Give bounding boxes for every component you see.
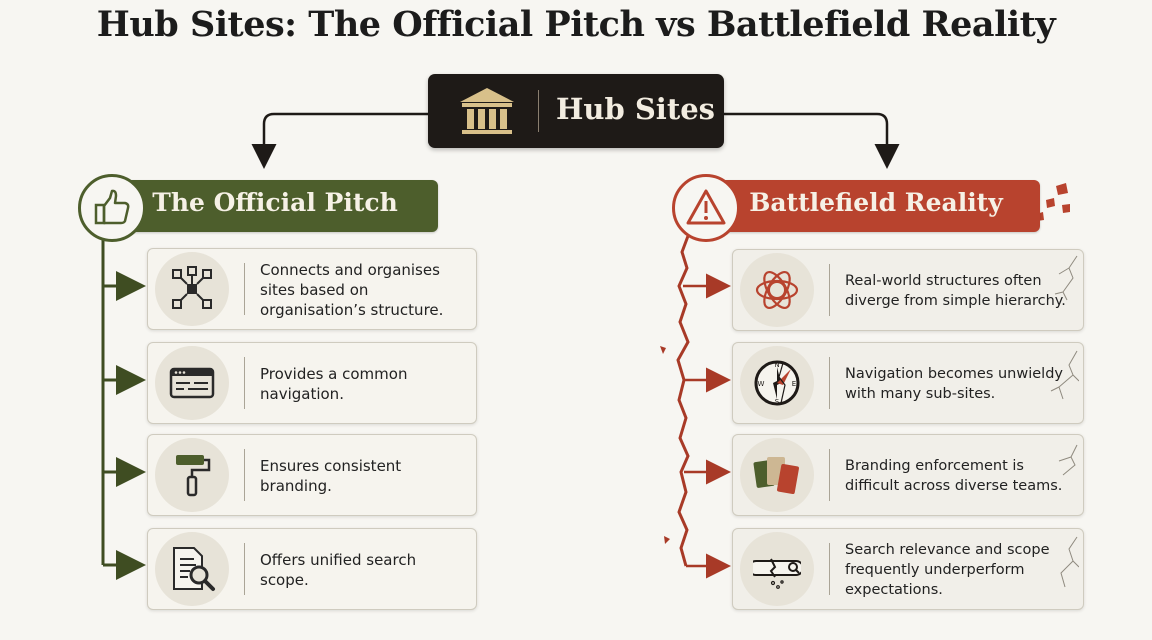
compass-e: E — [792, 380, 796, 388]
hub-label: Hub Sites — [556, 92, 715, 126]
tangled-knot-icon — [755, 271, 799, 309]
debris-chip — [1056, 183, 1068, 195]
reality-badge — [672, 174, 740, 242]
color-swatches-icon — [753, 457, 799, 495]
pitch-card: Ensures consistent branding. — [147, 434, 477, 516]
pitch-card: Connects and organises sites based on or… — [147, 248, 477, 330]
crack-decoration — [1050, 350, 1079, 400]
card-text: Ensures consistent branding. — [260, 457, 402, 495]
pitch-card: Offers unified search scope. — [147, 528, 477, 610]
pitch-header: The Official Pitch — [112, 180, 438, 232]
reality-heading: Battlefield Reality — [749, 188, 1003, 217]
compass-s: S — [775, 398, 780, 406]
crack-decoration — [1054, 255, 1078, 301]
card-text: Search relevance and scope frequently un… — [845, 542, 1050, 598]
reality-card: Branding enforcement is difficult across… — [732, 434, 1084, 516]
broken-compass-icon: N E S W — [754, 360, 800, 406]
pitch-badge — [78, 174, 146, 242]
document-search-icon — [173, 547, 215, 591]
compass-n: N — [774, 361, 779, 369]
debris-chip — [660, 346, 666, 354]
reality-header: Battlefield Reality — [712, 180, 1040, 232]
card-text: Navigation becomes unwieldy with many su… — [845, 366, 1063, 402]
page-title: Hub Sites: The Official Pitch vs Battlef… — [96, 4, 1056, 45]
broken-search-bar-icon — [753, 558, 801, 589]
hub-to-reality-connector — [724, 112, 900, 169]
card-text: Connects and organises sites based on or… — [260, 261, 444, 319]
hub-to-pitch-connector — [251, 112, 428, 169]
reality-card: Search relevance and scope frequently un… — [732, 528, 1084, 610]
navigation-window-icon — [169, 367, 215, 399]
reality-trunk — [676, 235, 690, 567]
card-text: Real-world structures often diverge from… — [845, 273, 1066, 309]
pitch-heading: The Official Pitch — [152, 188, 398, 217]
network-nodes-icon — [172, 266, 212, 309]
crack-decoration — [1060, 536, 1079, 588]
pitch-card: Provides a common navigation. — [147, 342, 477, 424]
paint-roller-icon — [176, 455, 211, 497]
card-text: Provides a common navigation. — [260, 365, 408, 403]
thumbs-up-icon — [94, 189, 130, 225]
debris-chip — [664, 536, 670, 544]
reality-card: N E S W Navigation becomes unwieldy with… — [732, 342, 1084, 424]
card-text: Branding enforcement is difficult across… — [845, 458, 1063, 494]
reality-card: Real-world structures often diverge from… — [732, 249, 1084, 331]
debris-chip — [1046, 198, 1055, 208]
building-columns-icon — [458, 86, 516, 142]
compass-w: W — [758, 380, 765, 388]
debris-chip — [1062, 204, 1070, 213]
card-text: Offers unified search scope. — [260, 551, 417, 589]
crack-decoration — [1058, 444, 1078, 476]
warning-triangle-icon — [686, 189, 726, 225]
hub-sites-box: Hub Sites — [428, 74, 724, 148]
